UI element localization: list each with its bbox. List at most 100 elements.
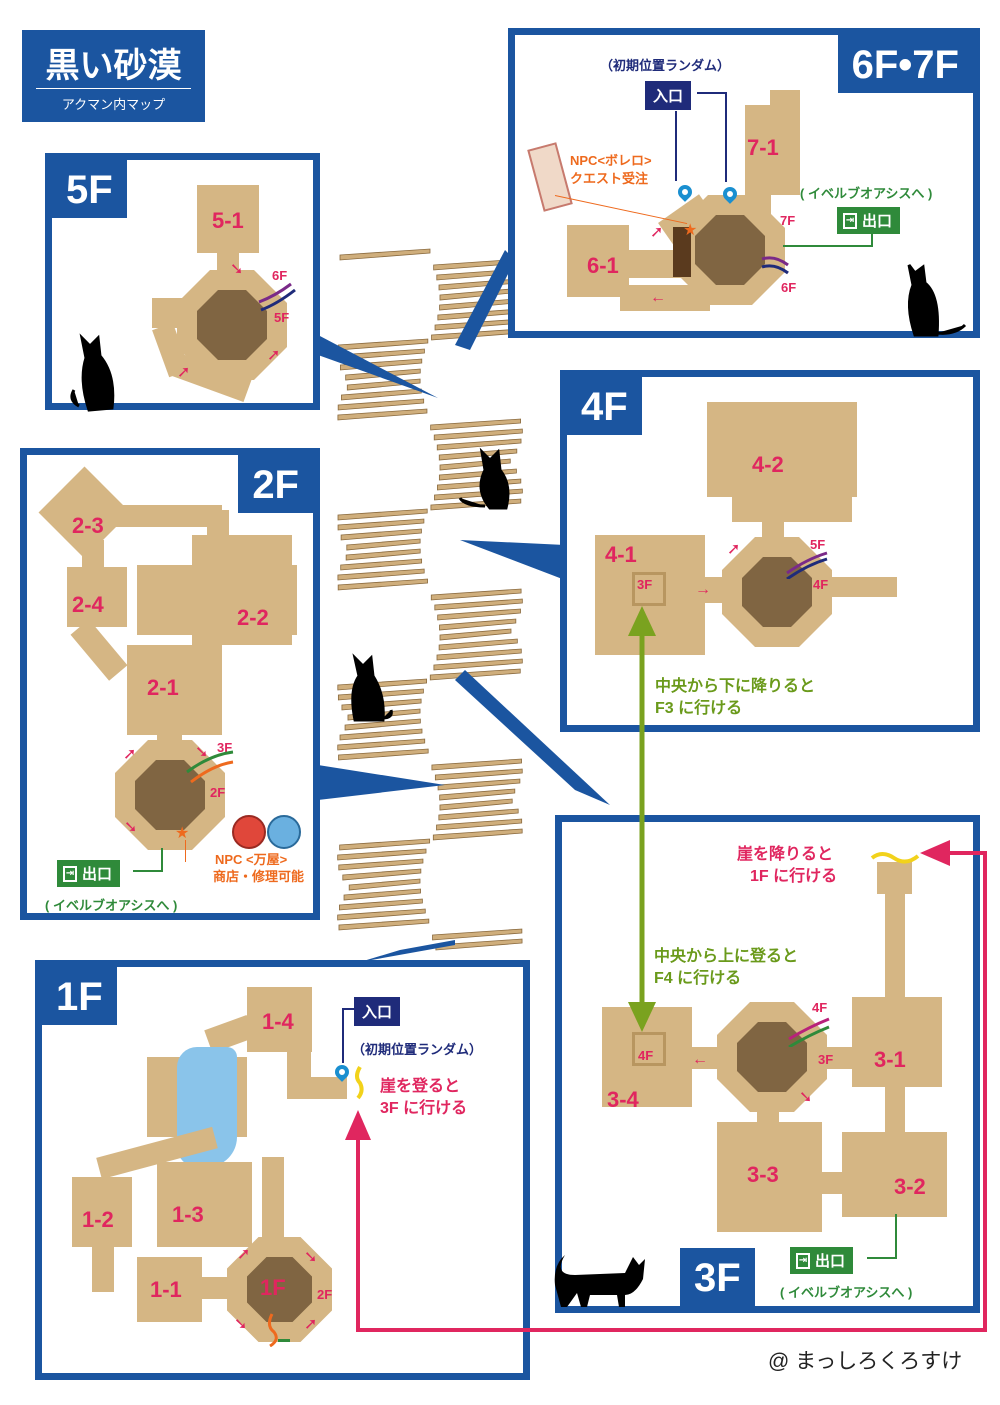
inner-mark-4f: 4F [638,1048,654,1063]
cliff-up-line2: 3F に行ける [380,1100,468,1117]
exit-note-2f: ( イベルブオアシスへ ) [45,898,178,913]
exit-sign-icon: ⇥ [63,865,77,882]
stair-step [433,658,523,671]
exit-button-2f[interactable]: ⇥出口 [57,860,121,887]
floor-mark-7f: 7F [780,213,796,228]
panel-4f: 4F 4-2 4-1 3F 5F 4F ➚ → 中央から下に降りると F3 に行… [560,370,980,732]
stair-step [437,608,521,621]
stair-step [430,418,521,431]
floor-tag-1f: 1F [42,967,117,1025]
npc-sub-6f: クエスト受注 [570,171,649,186]
stair-step [431,758,522,771]
cliff-note-line2: 1F に行ける [750,868,838,885]
cat-silhouette [907,264,967,337]
entry-note-1f: （初期位置ランダム） [352,1042,483,1057]
stair-step [337,848,427,861]
title-box: 黒い砂漠 アクマン内マップ [22,30,205,122]
stair-step [348,878,421,891]
potion-icon [267,815,301,849]
stair-step [345,548,421,561]
arrow-icon: ➘ [234,1316,248,1333]
entry-label-1f: 入口 [354,997,401,1026]
floor-mark-5f: 5F [810,537,826,552]
stair-step [433,428,523,441]
note-down-line2: F3 に行ける [655,700,743,717]
exit-button-6f[interactable]: ⇥出口 [837,207,901,234]
floor-tag-6f7f: 6F•7F [837,35,973,93]
arrow-icon: ➘ [230,261,244,278]
exit-sign-icon: ⇥ [843,212,857,229]
stair-step [337,568,425,581]
exit-note-3f: ( イベルブオアシスへ ) [780,1285,913,1300]
room-label-3-3: 3-3 [747,1162,779,1187]
room-label-4-1: 4-1 [605,542,637,567]
cat-silhouette [554,1255,645,1307]
inner-mark-3f: 3F [637,577,653,592]
stair-step [338,918,430,931]
panel-1f: 1F 1-4 1-3 1-2 1-1 1F 2F ➚ ➘ ➚ ➘ 入口 （初期位… [35,960,530,1380]
floor-mark-6f: 6F [781,280,797,295]
exit-note-6f: ( イベルブオアシスへ ) [800,186,933,201]
stair-step [343,888,421,901]
npc-label-6f: NPC<ボレロ> [570,153,652,168]
arrow-icon: ➚ [650,224,664,241]
arrow-icon: ➘ [799,1089,813,1106]
stair-step [439,798,513,811]
stair-step [338,748,429,761]
room-label-1-3: 1-3 [172,1202,204,1227]
stair-step [337,908,426,921]
room-label-1-1: 1-1 [150,1277,182,1302]
stair-step [346,538,421,551]
note-down-line1: 中央から下に降りると [655,678,816,695]
room-label-1-4: 1-4 [262,1009,294,1034]
cat-silhouette [351,653,393,722]
stair-step [439,628,512,641]
floor-mark-6f: 6F [272,268,288,283]
stair-step [432,928,523,941]
floor-mark-4f: 4F [813,577,829,592]
cat-silhouette [458,447,510,510]
arrow-icon: ← [650,289,666,306]
stair-step [340,558,423,571]
entry-note-6f: （初期位置ランダム） [600,58,731,73]
stair-step [434,768,523,781]
stair-step [437,778,521,791]
arrow-icon: ➚ [267,347,281,364]
stair-step [436,648,522,661]
arrow-icon: → [695,581,711,598]
room-label-7-1: 7-1 [747,135,779,160]
stair-step [337,398,425,411]
star-icon: ★ [175,825,190,842]
floor-tag-4f: 4F [567,377,642,435]
floor-mark-3f: 3F [818,1052,834,1067]
panel-5f: 5F 5-1 6F 5F ➘ ➚ ➚ [45,153,320,412]
floor-tag-3f: 3F [680,1248,755,1306]
floor-mark-5f: 5F [274,310,290,325]
arrow-icon: ➘ [124,819,138,836]
note-up-line1: 中央から上に登ると [654,948,799,965]
arrow-icon: ➘ [195,744,209,761]
room-label-5-1: 5-1 [212,208,244,233]
exit-button-3f[interactable]: ⇥出口 [790,1247,854,1274]
stair-step [339,898,423,911]
stair-step [438,808,519,821]
arrow-icon: ← [692,1051,708,1068]
stair-step [430,588,522,601]
room-label-4-2: 4-2 [752,452,784,477]
stair-step [337,508,428,521]
panel-6f-7f: 6F•7F 7-1 6-1 7F 6F ➚ ← （初期位置ランダム） 入口 NP… [508,28,980,338]
stair-step [434,598,523,611]
room-label-3-1: 3-1 [874,1047,906,1072]
stair-step [438,638,518,651]
room-label-3-4: 3-4 [607,1087,639,1112]
cliff-up-line1: 崖を登ると [380,1078,461,1095]
room-label-1-2: 1-2 [82,1207,114,1232]
stair-step [337,518,425,531]
exit-sign-icon: ⇥ [796,1252,810,1269]
entry-label-6f: 入口 [645,81,692,110]
room-label-2-4: 2-4 [72,592,104,617]
arrow-icon: ➘ [304,1249,318,1266]
room-label-2-1: 2-1 [147,675,179,700]
